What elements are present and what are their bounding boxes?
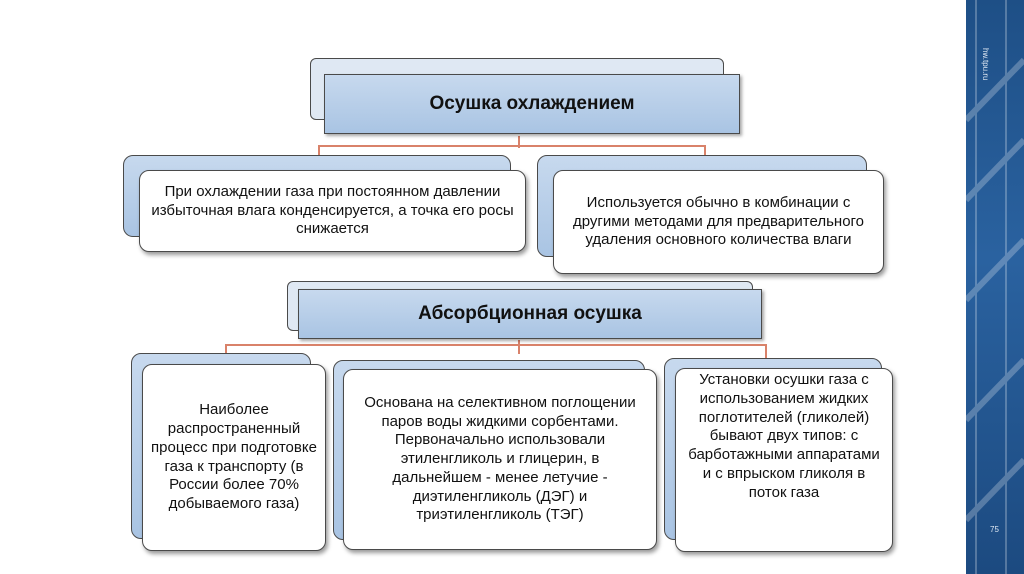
top-heading-text: Осушка охлаждением	[429, 93, 635, 114]
bottom-center-card: Основана на селективном поглощении паров…	[343, 369, 657, 550]
bottom-left-card-text: Наиболее распространенный процесс при по…	[151, 401, 317, 512]
top-left-card-text: При охлаждении газа при постоянном давле…	[151, 182, 514, 238]
connector-mid-right-drop	[765, 344, 767, 358]
connector-mid-vertical	[518, 340, 520, 354]
connector-top-left-drop	[318, 145, 320, 155]
bottom-right-card: Установки осушки газа с использованием ж…	[675, 368, 893, 552]
sidebar-pattern-icon	[966, 0, 1024, 574]
bottom-center-card-text: Основана на селективном поглощении паров…	[364, 393, 636, 524]
top-right-card: Используется обычно в комбинации с други…	[553, 170, 884, 274]
connector-mid-left-drop	[225, 344, 227, 356]
bottom-right-card-text: Установки осушки газа с использованием ж…	[688, 371, 880, 501]
top-heading: Осушка охлаждением	[324, 74, 740, 134]
page-number: 75	[990, 525, 999, 534]
site-label: hw.tpu.ru	[981, 48, 990, 81]
decorative-sidebar: hw.tpu.ru	[966, 0, 1024, 574]
mid-heading-text: Абсорбционная осушка	[418, 303, 642, 324]
top-right-card-text: Используется обычно в комбинации с други…	[572, 193, 865, 249]
connector-top-vertical	[518, 136, 520, 148]
connector-top-right-drop	[704, 145, 706, 155]
connector-mid-horizontal	[225, 344, 767, 346]
mid-heading: Абсорбционная осушка	[298, 289, 762, 339]
bottom-left-card: Наиболее распространенный процесс при по…	[142, 364, 326, 551]
connector-top-horizontal	[318, 145, 706, 147]
top-left-card: При охлаждении газа при постоянном давле…	[139, 170, 526, 252]
